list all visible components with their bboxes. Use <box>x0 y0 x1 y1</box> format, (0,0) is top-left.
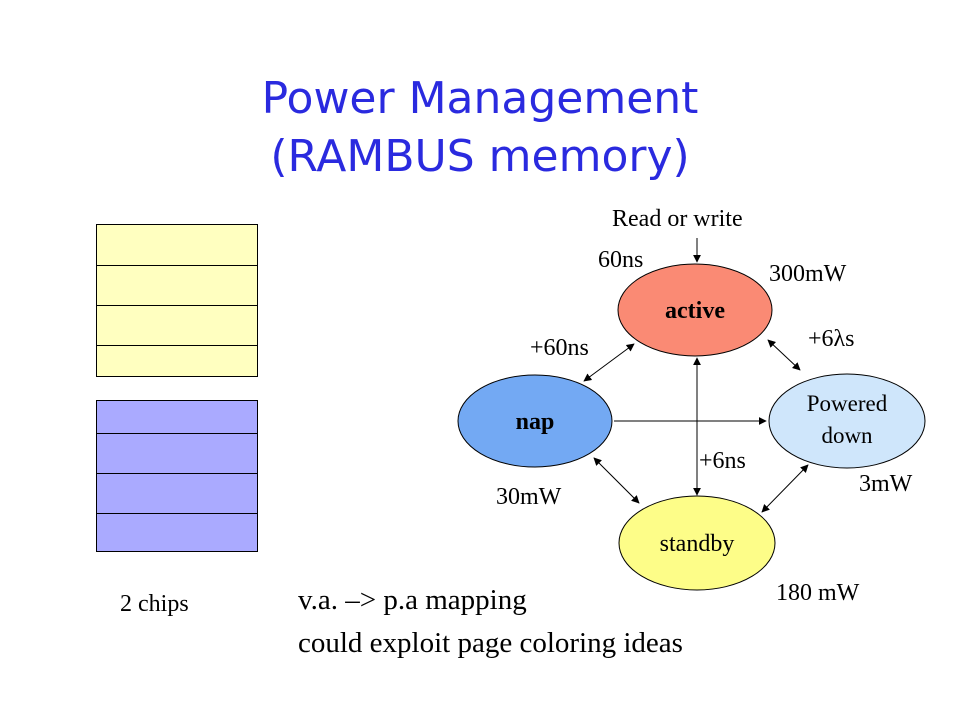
state-powered-down-label: Powered down <box>769 388 925 452</box>
chips-label: 2 chips <box>120 591 189 617</box>
arrow-nap-standby <box>593 457 640 504</box>
power-300mw-label: 300mW <box>769 261 847 287</box>
state-powered-down <box>768 373 926 469</box>
arrow-active-powered-down <box>767 339 801 371</box>
latency-plus-6us-label: +6λs <box>808 326 855 352</box>
arrow-standby-powered-down <box>761 464 809 513</box>
title-line-1: Power Management <box>261 73 699 124</box>
chip-bank <box>97 345 257 376</box>
state-nap-label: nap <box>515 409 555 435</box>
chip-bank <box>97 513 257 551</box>
state-standby <box>618 495 776 591</box>
power-3mw-label: 3mW <box>859 471 913 497</box>
chip-bank <box>97 265 257 305</box>
memory-chip-blue <box>96 400 258 552</box>
state-active-label: active <box>665 298 725 324</box>
state-standby-label: standby <box>659 531 735 557</box>
power-30mw-label: 30mW <box>496 484 562 510</box>
latency-plus-6ns-label: +6ns <box>699 448 746 474</box>
arrow-nap-active <box>583 343 635 382</box>
title-line-2: (RAMBUS memory) <box>270 131 690 182</box>
power-180mw-label: 180 mW <box>776 580 860 606</box>
chip-bank <box>97 473 257 513</box>
powered-down-line-1: Powered <box>806 391 888 416</box>
memory-chip-yellow <box>96 224 258 377</box>
powered-down-line-2: down <box>821 423 873 448</box>
note-page-coloring: could exploit page coloring ideas <box>298 627 683 659</box>
read-or-write-label: Read or write <box>612 206 743 232</box>
state-nap <box>457 374 613 468</box>
state-active <box>617 263 773 357</box>
latency-60ns-label: 60ns <box>598 247 644 273</box>
chip-bank <box>97 305 257 345</box>
note-mapping: v.a. –> p.a mapping <box>298 584 527 616</box>
latency-plus-60ns-label: +60ns <box>530 335 589 361</box>
chip-bank <box>97 433 257 473</box>
slide-title: Power Management (RAMBUS memory) <box>0 70 960 186</box>
